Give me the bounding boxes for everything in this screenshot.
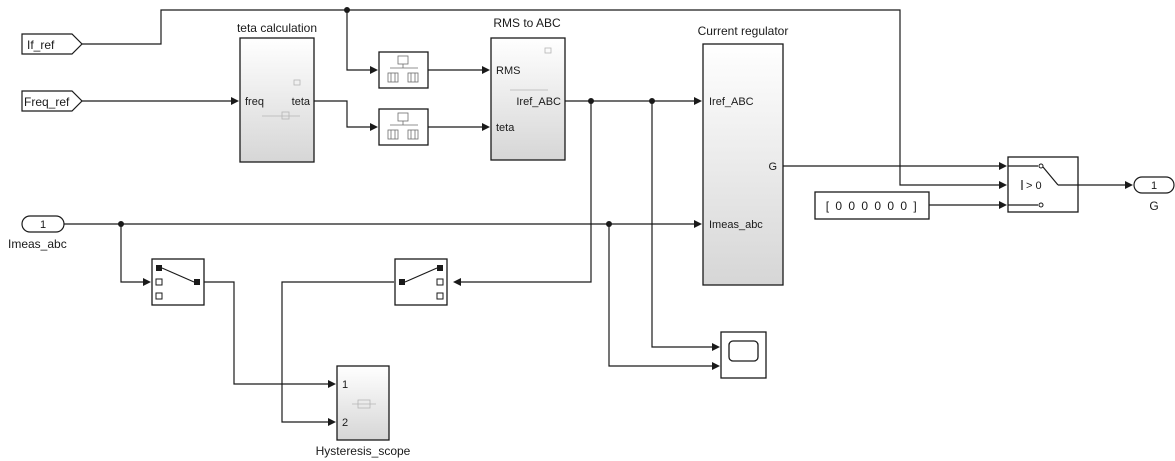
junctions	[118, 7, 655, 227]
hysteresis-glyph	[357, 399, 371, 409]
current-regulator-in-imeas: Imeas_abc	[709, 219, 763, 231]
constant-value: [ 0 0 0 0 0 0 ]	[826, 199, 919, 213]
rms-to-abc-in-rms: RMS	[496, 65, 520, 77]
line-iref-to-scope[interactable]	[651, 101, 712, 348]
transform-glyph	[387, 72, 399, 83]
arrowhead	[694, 97, 702, 105]
arrowhead	[694, 220, 702, 228]
arrowheads	[143, 66, 1133, 426]
line-if-ref-branch[interactable]	[346, 10, 370, 71]
imeas-port-name: Imeas_abc	[8, 237, 67, 251]
arrowhead	[999, 162, 1007, 170]
rms-to-abc-out-iref: Iref_ABC	[516, 96, 561, 108]
switch-glyph	[436, 278, 444, 286]
arrowhead	[370, 123, 378, 131]
teta-calc-in-freq: freq	[245, 96, 264, 108]
switch-glyph	[1042, 166, 1059, 186]
junction-dot	[649, 98, 655, 104]
transform-glyph	[407, 129, 419, 140]
outport-g[interactable]: 1	[1133, 176, 1175, 194]
g-port-number: 1	[1151, 180, 1157, 192]
junction-dot	[344, 7, 350, 13]
switch-glyph	[156, 265, 162, 271]
switch-glyph	[437, 265, 443, 271]
arrowhead	[328, 380, 336, 388]
junction-dot	[118, 221, 124, 227]
arrowhead	[1125, 181, 1133, 189]
arrowhead	[482, 66, 490, 74]
goto-if-ref[interactable]: If_ref	[21, 33, 83, 55]
freq-ref-label: Freq_ref	[24, 95, 70, 109]
switch-glyph	[155, 278, 163, 286]
current-regulator-title: Current regulator	[698, 24, 789, 38]
teta-calc-out-teta: teta	[292, 96, 311, 108]
g-port-name: G	[1149, 199, 1158, 213]
hysteresis-in1: 1	[342, 379, 348, 391]
line-iref-to-switch[interactable]	[461, 101, 592, 283]
arrowhead	[712, 362, 720, 370]
current-regulator-block[interactable]: Iref_ABC Imeas_abc G	[702, 43, 784, 286]
arrowhead	[143, 278, 151, 286]
line-switch-to-hyst2[interactable]	[281, 281, 394, 423]
hysteresis-in2: 2	[342, 417, 348, 429]
rms-to-abc-title: RMS to ABC	[493, 16, 561, 30]
switch-glyph	[404, 267, 438, 283]
junction-dot	[588, 98, 594, 104]
switch-glyph	[161, 267, 195, 283]
teta-calc-glyph	[281, 111, 290, 120]
scope-icon	[728, 340, 759, 362]
current-regulator-out-g: G	[768, 161, 777, 173]
switch-glyph	[1038, 163, 1044, 169]
transform-block-lower[interactable]	[378, 108, 429, 146]
line-imeas-to-switch[interactable]	[120, 224, 143, 283]
arrowhead	[482, 123, 490, 131]
junction-dot	[606, 221, 612, 227]
rms-to-abc-glyph	[544, 47, 552, 54]
arrowhead	[231, 97, 239, 105]
arrowhead	[999, 201, 1007, 209]
hysteresis-scope-block[interactable]: 1 2	[336, 365, 390, 441]
manual-switch-left[interactable]	[151, 258, 205, 306]
transform-glyph	[387, 129, 399, 140]
switch-glyph	[1038, 202, 1044, 208]
switch-glyph	[155, 292, 163, 300]
arrowhead	[999, 181, 1007, 189]
transform-block-upper[interactable]	[378, 51, 429, 89]
signal-lines	[64, 9, 1125, 423]
switch-glyph	[436, 292, 444, 300]
constant-block[interactable]: [ 0 0 0 0 0 0 ]	[814, 191, 930, 220]
goto-freq-ref[interactable]: Freq_ref	[21, 90, 83, 112]
teta-calc-glyph	[293, 79, 301, 86]
switch-threshold: > 0	[1026, 180, 1042, 192]
rms-to-abc-block[interactable]: RMS teta Iref_ABC	[490, 37, 566, 161]
switch-block[interactable]: > 0	[1007, 156, 1079, 213]
arrowhead	[370, 66, 378, 74]
line-imeas-to-scope[interactable]	[608, 224, 712, 367]
arrowhead	[712, 343, 720, 351]
teta-calculation-block[interactable]: freq teta	[239, 37, 315, 163]
rms-to-abc-in-teta: teta	[496, 122, 515, 134]
if-ref-label: If_ref	[27, 38, 55, 52]
line-teta-a[interactable]	[314, 100, 370, 128]
scope-block[interactable]	[720, 331, 767, 379]
arrowhead	[453, 278, 461, 286]
hysteresis-scope-title: Hysteresis_scope	[316, 444, 411, 458]
line-if-ref[interactable]	[82, 9, 999, 186]
switch-glyph	[399, 279, 405, 285]
teta-calc-title: teta calculation	[237, 21, 317, 35]
imeas-port-number: 1	[40, 219, 46, 231]
manual-switch-right[interactable]	[394, 258, 448, 306]
switch-glyph	[194, 279, 200, 285]
line-switch-to-hyst1[interactable]	[204, 281, 328, 385]
current-regulator-in-iref: Iref_ABC	[709, 96, 754, 108]
transform-glyph	[407, 72, 419, 83]
inport-imeas-abc[interactable]: 1	[21, 215, 65, 233]
arrowhead	[328, 418, 336, 426]
